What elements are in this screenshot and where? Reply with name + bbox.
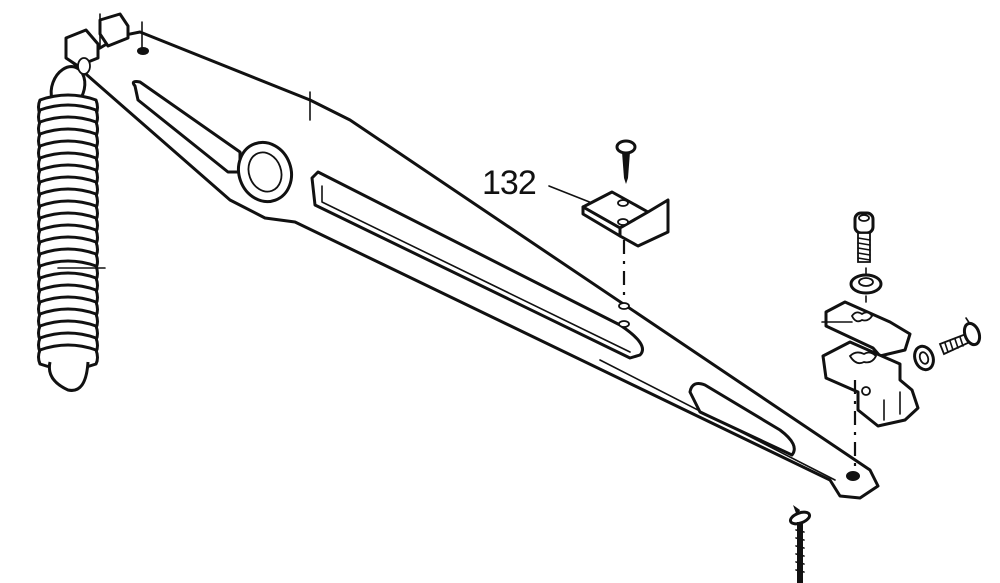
callout-leader-132 (548, 185, 593, 204)
side-screw (938, 317, 982, 356)
bottom-screw (788, 505, 812, 583)
socket-head-cap-screw (853, 211, 875, 263)
hinge-block (821, 340, 920, 428)
flat-washer (849, 273, 883, 295)
tension-spring (37, 65, 106, 392)
angle-bracket (581, 190, 670, 248)
washers (618, 302, 630, 328)
callout-label-132: 132 (482, 164, 537, 202)
wood-screw (615, 139, 637, 184)
long-lever-arm (64, 12, 880, 500)
clip-plate (821, 300, 912, 358)
ring-washer (913, 344, 935, 372)
